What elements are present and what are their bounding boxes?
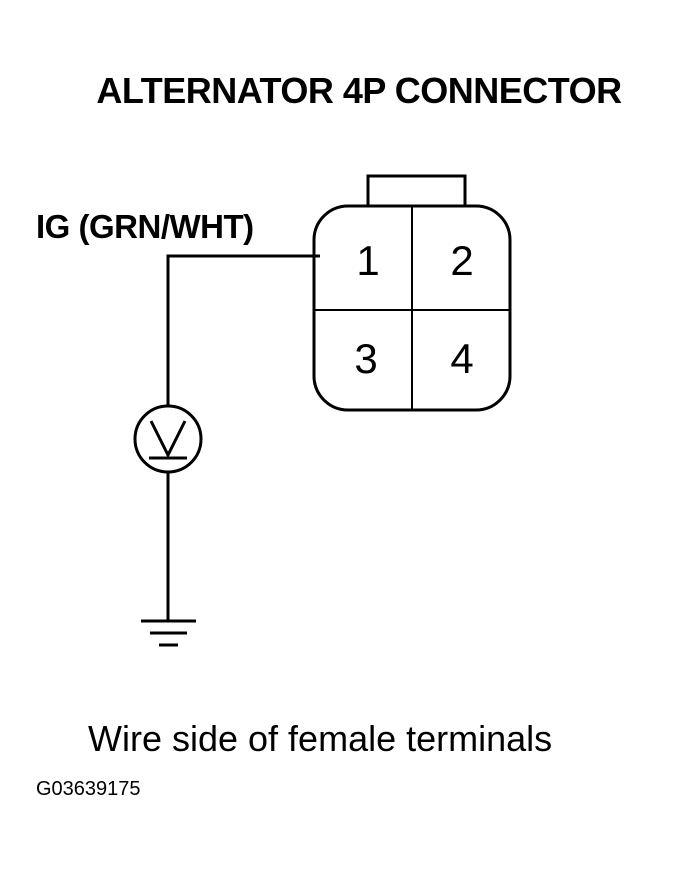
- diagram-title: ALTERNATOR 4P CONNECTOR: [96, 70, 622, 111]
- wire-label: IG (GRN/WHT): [36, 208, 254, 245]
- voltmeter-icon: [133, 404, 203, 474]
- view-caption: Wire side of female terminals: [88, 718, 553, 759]
- probe-wire: [166, 254, 320, 406]
- pin-4-label: 4: [450, 335, 473, 382]
- pin-3-label: 3: [354, 335, 377, 382]
- pin-2-label: 2: [450, 237, 473, 284]
- connector-latch: [366, 174, 467, 210]
- figure-id: G03639175: [36, 778, 141, 800]
- ground-symbol-icon: [141, 619, 196, 647]
- pin-1-label: 1: [356, 237, 379, 284]
